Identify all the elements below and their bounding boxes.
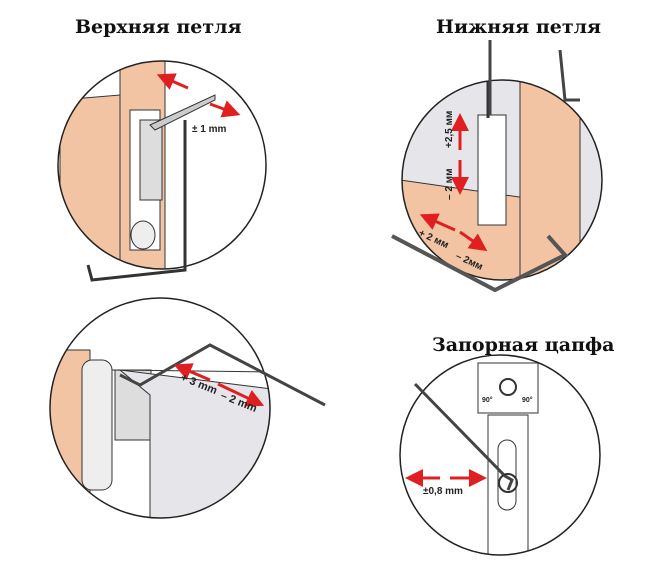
side-hinge-illustration: + 3 mm – 2 mm — [49, 297, 326, 519]
label-bottom-up: +2,5 мм — [444, 111, 455, 148]
title-top-hinge: Верхняя петля — [75, 16, 242, 38]
label-top-hinge-adjust: ± 1 mm — [192, 124, 226, 135]
title-bottom-hinge: Нижняя петля — [436, 16, 602, 38]
label-pin-angle-left: 90° — [482, 396, 493, 404]
top-hinge-illustration: ± 1 mm — [57, 60, 267, 282]
label-pin-adjust: ±0,8 mm — [423, 486, 463, 497]
locking-pin-illustration: 90° 90° ±0,8 mm — [399, 354, 601, 556]
bottom-hinge-illustration: +2,5 мм – 2 мм + 2 мм – 2мм — [391, 40, 603, 293]
label-bottom-down: – 2 мм — [444, 169, 455, 200]
label-pin-angle-right: 90° — [522, 396, 533, 404]
title-locking-pin: Запорная цапфа — [432, 334, 615, 356]
